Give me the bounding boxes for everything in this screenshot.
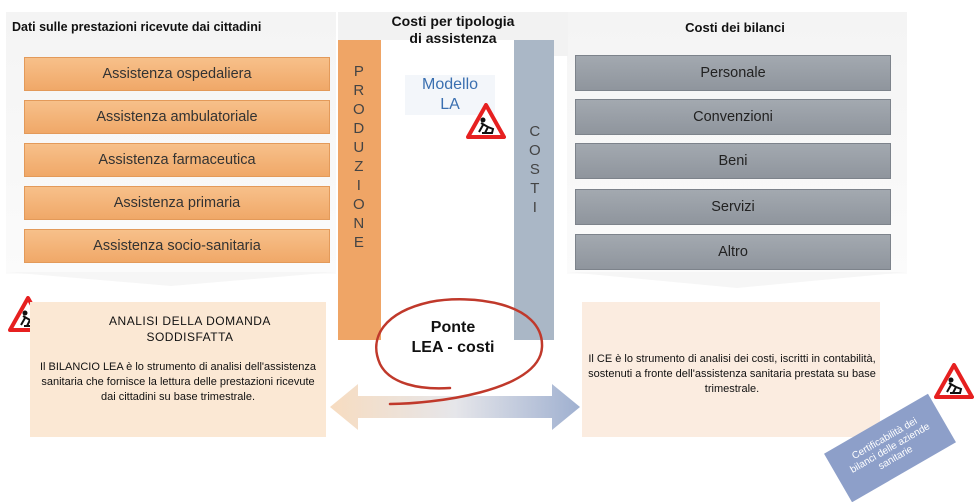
center-title: Costi per tipologia di assistenza [338, 13, 568, 47]
produzione-letter: O [353, 196, 365, 213]
costi-letter: S [529, 161, 540, 178]
domanda-description-box [30, 302, 326, 437]
right-item-convenzioni: Convenzioni [575, 99, 891, 135]
modello-line2: LA [440, 96, 460, 113]
produzione-letter: R [353, 82, 365, 99]
domanda-heading-line2: SODDISFATTA [146, 330, 234, 344]
right-item-altro: Altro [575, 234, 891, 270]
ponte-line1: Ponte [430, 319, 476, 336]
produzione-letter: N [353, 215, 365, 232]
costi-bar [514, 40, 554, 340]
ponte-lea-costi-label: Ponte LEA - costi [398, 318, 508, 358]
left-item-primaria: Assistenza primaria [24, 186, 330, 220]
produzione-letter: P [353, 63, 364, 80]
left-item-socio-sanitaria: Assistenza socio-sanitaria [24, 229, 330, 263]
produzione-bar [338, 40, 381, 340]
roadwork-warning-icon [934, 363, 974, 399]
produzione-letter: Z [354, 158, 364, 175]
domanda-heading: ANALISI DELLA DOMANDA SODDISFATTA [70, 313, 310, 345]
modello-la-label: Modello LA [405, 75, 495, 115]
ponte-line2: LEA - costi [411, 339, 495, 356]
produzione-letter: O [353, 101, 365, 118]
bilancio-lea-description: Il BILANCIO LEA è lo strumento di analis… [39, 361, 316, 403]
left-panel-title: Dati sulle prestazioni ricevute dai citt… [12, 20, 262, 34]
highlight-circle [375, 298, 544, 406]
costi-letter: O [529, 142, 541, 159]
roadwork-warning-icon [466, 103, 506, 139]
right-item-personale: Personale [575, 55, 891, 91]
produzione-letter: E [353, 234, 364, 251]
center-title-line2: di assistenza [409, 30, 497, 46]
right-item-servizi: Servizi [575, 189, 891, 225]
double-arrow-icon [330, 384, 580, 430]
produzione-letter: I [356, 177, 361, 194]
left-item-ambulatoriale: Assistenza ambulatoriale [24, 100, 330, 134]
left-item-farmaceutica: Assistenza farmaceutica [24, 143, 330, 177]
costi-letter: I [532, 199, 537, 216]
left-item-ospedaliera: Assistenza ospedaliera [24, 57, 330, 91]
left-panel-pointer [6, 272, 336, 286]
produzione-vertical-label: P R O D U Z I O N E [353, 62, 365, 252]
costi-letter: C [529, 123, 541, 140]
right-panel-pointer [567, 272, 907, 288]
ce-description: Il CE è lo strumento di analisi dei cost… [588, 353, 876, 395]
right-item-beni: Beni [575, 143, 891, 179]
produzione-letter: D [353, 120, 365, 137]
center-title-line1: Costi per tipologia [391, 13, 515, 29]
right-panel-title: Costi dei bilanci [685, 20, 785, 35]
costi-vertical-label: C O S T I [529, 122, 541, 217]
domanda-heading-line1: ANALISI DELLA DOMANDA [109, 314, 271, 328]
ce-description-box [582, 302, 880, 437]
modello-line1: Modello [421, 76, 479, 93]
produzione-letter: U [353, 139, 365, 156]
costi-letter: T [530, 180, 540, 197]
